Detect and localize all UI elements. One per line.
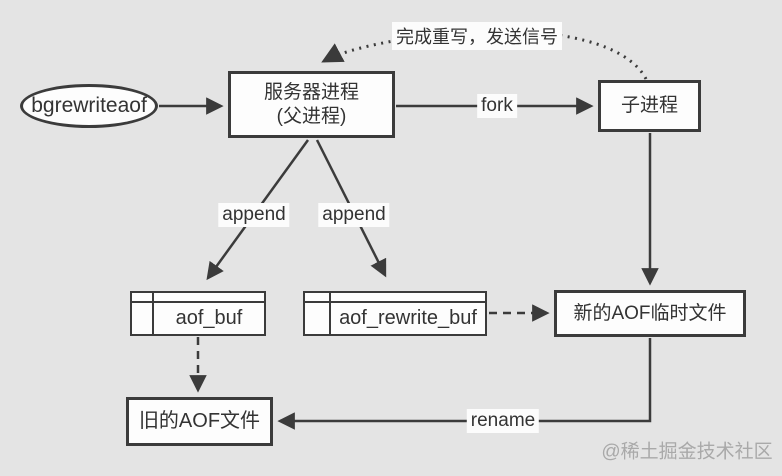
bgrewriteaof-label: bgrewriteaof <box>31 93 147 117</box>
server-process-label-line2: (父进程) <box>276 105 347 127</box>
rename-edge-label: rename <box>466 409 540 433</box>
aof-buf-left-divider <box>152 293 154 334</box>
old-aof-file-label: 旧的AOF文件 <box>138 410 261 432</box>
fork-edge-label: fork <box>477 94 517 118</box>
watermark: @稀土掘金技术社区 <box>601 441 773 463</box>
bgrewriteaof-node: bgrewriteaof <box>20 84 158 128</box>
child-process-node: 子进程 <box>598 80 701 132</box>
aof-rewrite-buf-node: aof_rewrite_buf <box>303 291 487 336</box>
aof-rewrite-buf-label: aof_rewrite_buf <box>339 307 477 329</box>
new-aof-temp-file-node: 新的AOF临时文件 <box>554 290 746 337</box>
aof-rewrite-buf-top-divider <box>305 301 485 303</box>
server-process-node: 服务器进程 (父进程) <box>228 71 395 138</box>
child-process-label: 子进程 <box>620 95 678 117</box>
aof-buf-label: aof_buf <box>175 307 243 329</box>
aof-rewrite-buf-left-divider <box>329 293 331 334</box>
aof-buf-node: aof_buf <box>130 291 266 336</box>
arrow-rename <box>277 338 652 430</box>
server-process-label-line1: 服务器进程 <box>263 81 359 103</box>
arrow-signal-dotted <box>321 29 648 80</box>
append-left-edge-label: append <box>218 203 290 227</box>
aof-buf-top-divider <box>132 301 264 303</box>
append-right-edge-label: append <box>318 203 390 227</box>
signal-edge-label: 完成重写，发送信号 <box>392 22 562 50</box>
old-aof-file-node: 旧的AOF文件 <box>126 397 273 446</box>
new-aof-temp-file-label: 新的AOF临时文件 <box>573 302 727 324</box>
